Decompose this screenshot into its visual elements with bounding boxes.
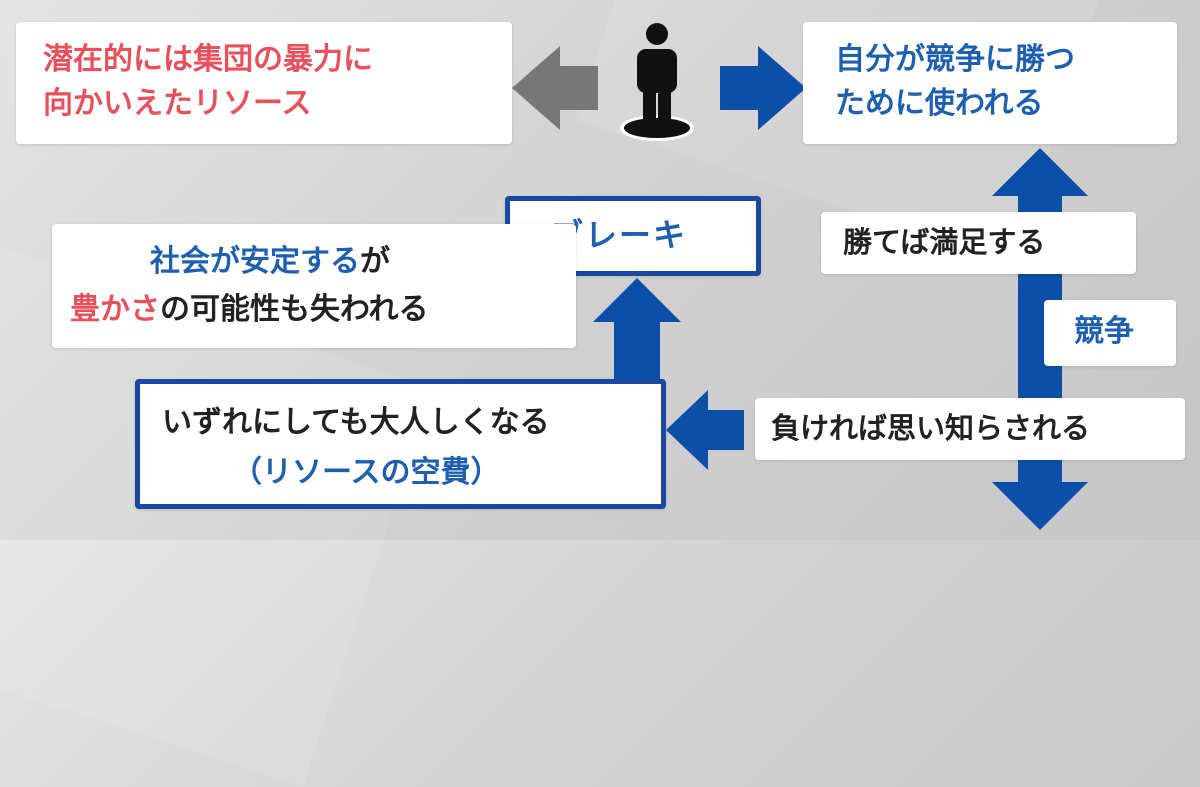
left-arrow-gray (512, 46, 598, 130)
vertical-double-arrow (992, 148, 1088, 530)
resource-violence-box: 潜在的には集団の暴力に 向かいえたリソース (16, 22, 512, 144)
right-arrow-blue (720, 46, 806, 130)
resource-violence-line2: 向かいえたリソース (43, 86, 312, 121)
stability-particle: が (360, 244, 390, 279)
result-box: いずれにしても大人しくなる （リソースの空費） (135, 379, 666, 509)
person-icon (620, 23, 694, 141)
competition-label: 競争 (1074, 314, 1134, 349)
left-arrow-to-result (666, 390, 744, 470)
stability-box: 社会が安定するが 豊かさの可能性も失われる (52, 224, 576, 348)
brake-label: ブレーキ (551, 216, 688, 254)
stability-line1: 社会が安定するが (70, 238, 576, 286)
up-arrow-to-brake (593, 278, 681, 392)
compete-line2: ために使われる (835, 86, 1044, 121)
stability-line2: 豊かさの可能性も失われる (70, 286, 576, 334)
win-label: 勝てば満足する (843, 225, 1046, 259)
diagram-arrows (512, 23, 1088, 530)
compete-line1: 自分が競争に勝つ (835, 42, 1075, 77)
result-line2: （リソースの空費） (232, 455, 501, 490)
stability-text: 社会が安定する (150, 244, 360, 279)
resource-violence-line1: 潜在的には集団の暴力に (43, 42, 373, 77)
competition-box: 競争 (1044, 300, 1176, 366)
win-box: 勝てば満足する (821, 212, 1136, 274)
lose-label: 負ければ思い知らされる (771, 411, 1091, 445)
lose-box: 負ければ思い知らされる (755, 398, 1185, 460)
affluence-text: 豊かさ (70, 292, 160, 327)
possibility-lost-text: の可能性も失われる (160, 292, 429, 327)
result-line1: いずれにしても大人しくなる (162, 405, 550, 440)
compete-box: 自分が競争に勝つ ために使われる (803, 22, 1177, 144)
